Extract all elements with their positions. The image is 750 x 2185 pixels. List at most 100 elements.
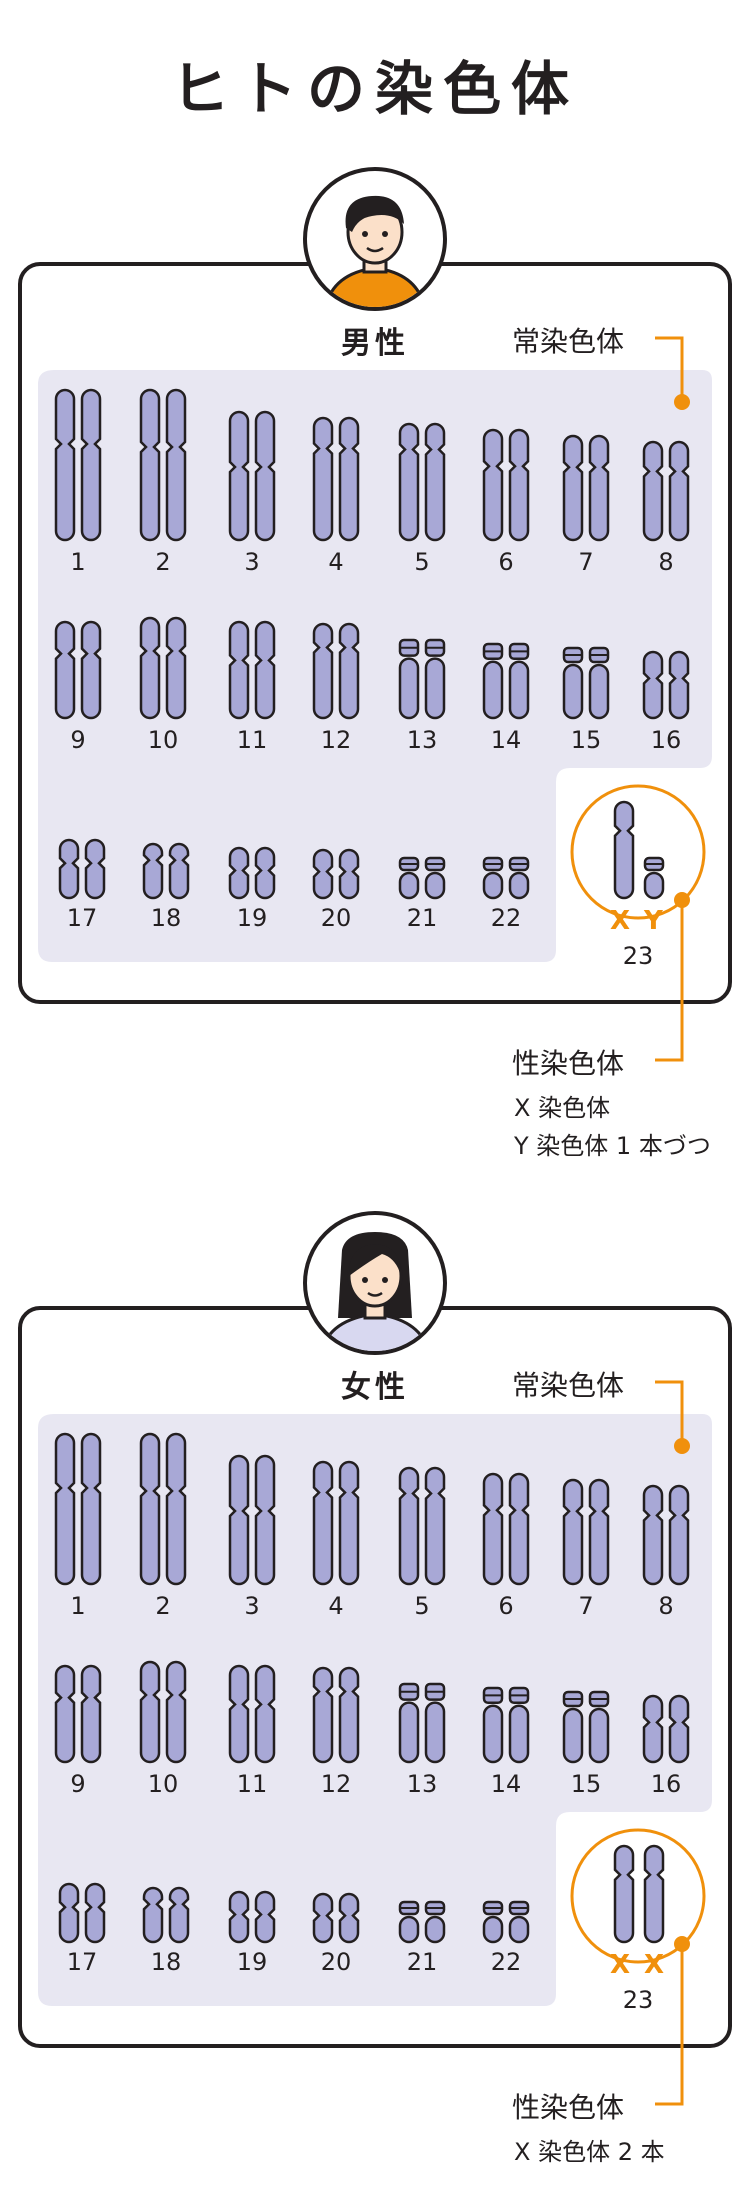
female-chromosome-pair-12: [312, 1666, 360, 1764]
female-autosome-number: 2: [155, 1592, 171, 1620]
female-chromosome-pair-5: [398, 1466, 446, 1586]
female-chromosome-8-a: [642, 1484, 664, 1586]
female-autosome-number: 20: [320, 1948, 352, 1976]
male-autosome-number: 16: [650, 726, 682, 754]
male-chromosome-7-a: [562, 434, 584, 542]
male-chromosome-4-a: [312, 416, 334, 542]
female-autosome-number: 4: [328, 1592, 344, 1620]
female-chromosome-5-b: [424, 1466, 446, 1586]
female-sex-chromosome-circle: [570, 1828, 706, 1964]
male-autosome-number: 18: [150, 904, 182, 932]
male-chromosome-pair-10: [139, 616, 187, 720]
female-chromosome-pair-13: [398, 1682, 446, 1764]
male-chromosome-pair-22: [482, 856, 530, 900]
female-chromosome-2-a: [139, 1432, 161, 1586]
female-chromosome-16-a: [642, 1694, 664, 1764]
female-autosome-number: 17: [66, 1948, 98, 1976]
female-chromosome-16-b: [668, 1694, 690, 1764]
male-autosome-label: 常染色体: [512, 325, 625, 358]
female-autosome-number: 12: [320, 1770, 352, 1798]
female-sex-label: 性染色体: [512, 2091, 625, 2124]
female-chromosome-19-b: [254, 1890, 276, 1944]
female-chromosome-5-a: [398, 1466, 420, 1586]
female-avatar-icon: [303, 1211, 447, 1355]
female-sex-letter-1: X: [610, 1950, 631, 1980]
male-chromosome-8-a: [642, 440, 664, 542]
female-chromosome-13-b: [424, 1682, 446, 1764]
male-sex-letter-1: X: [610, 906, 631, 936]
male-chromosome-3-a: [228, 410, 250, 542]
female-chromosome-pair-1: [54, 1432, 102, 1586]
female-autosome-number: 21: [406, 1948, 438, 1976]
female-chromosome-1-b: [80, 1432, 102, 1586]
female-chromosome-pair-16: [642, 1694, 690, 1764]
female-chromosome-pair-10: [139, 1660, 187, 1764]
male-chromosome-pair-11: [228, 620, 276, 720]
male-sex-chromosomes: [613, 800, 665, 900]
male-sex-letter-2: Y: [644, 906, 663, 936]
female-chromosome-1-a: [54, 1432, 76, 1586]
male-chromosome-20-a: [312, 848, 334, 900]
male-autosome-number: 8: [658, 548, 674, 576]
female-autosome-label: 常染色体: [512, 1369, 625, 1402]
male-autosome-number: 17: [66, 904, 98, 932]
male-autosome-number: 7: [578, 548, 594, 576]
male-chromosome-15-b: [588, 646, 610, 720]
male-autosome-number: 3: [244, 548, 260, 576]
male-y-chromosome: [643, 856, 665, 900]
female-chromosome-21-b: [424, 1900, 446, 1944]
female-chromosome-17-a: [58, 1882, 80, 1944]
male-autosome-number: 4: [328, 548, 344, 576]
male-sex-leader-line: [655, 900, 684, 1062]
female-autosome-leader-line: [655, 1380, 684, 1444]
male-x-chromosome: [613, 800, 635, 900]
male-chromosome-22-a: [482, 856, 504, 900]
female-chromosome-12-b: [338, 1666, 360, 1764]
male-chromosome-2-b: [165, 388, 187, 542]
male-chromosome-pair-19: [228, 846, 276, 900]
male-chromosome-pair-18: [142, 842, 190, 900]
female-chromosome-pair-3: [228, 1454, 276, 1586]
male-chromosome-pair-13: [398, 638, 446, 720]
male-autosome-number: 6: [498, 548, 514, 576]
male-sex-pair-number: 23: [622, 942, 654, 970]
male-chromosome-pair-9: [54, 620, 102, 720]
male-chromosome-16-b: [668, 650, 690, 720]
female-chromosome-pair-9: [54, 1664, 102, 1764]
female-chromosome-7-b: [588, 1478, 610, 1586]
male-chromosome-14-a: [482, 642, 504, 720]
female-autosome-number: 6: [498, 1592, 514, 1620]
female-chromosome-4-a: [312, 1460, 334, 1586]
female-chromosome-10-a: [139, 1660, 161, 1764]
male-autosome-number: 9: [70, 726, 86, 754]
male-chromosome-1-a: [54, 388, 76, 542]
female-chromosome-2-b: [165, 1432, 187, 1586]
male-chromosome-9-b: [80, 620, 102, 720]
female-sex-note-1: X 染色体 2 本: [514, 2138, 665, 2166]
female-chromosome-14-b: [508, 1686, 530, 1764]
male-chromosome-16-a: [642, 650, 664, 720]
female-autosome-number: 5: [414, 1592, 430, 1620]
male-label: 男性: [341, 326, 409, 361]
male-chromosome-19-a: [228, 846, 250, 900]
male-sex-label: 性染色体: [512, 1047, 625, 1080]
male-autosome-number: 2: [155, 548, 171, 576]
male-autosome-number: 12: [320, 726, 352, 754]
male-chromosome-pair-12: [312, 622, 360, 720]
male-autosome-number: 19: [236, 904, 268, 932]
female-chromosome-pair-11: [228, 1664, 276, 1764]
female-autosome-number: 8: [658, 1592, 674, 1620]
male-chromosome-6-a: [482, 428, 504, 542]
female-chromosome-18-b: [168, 1886, 190, 1944]
female-chromosome-14-a: [482, 1686, 504, 1764]
male-chromosome-13-b: [424, 638, 446, 720]
male-autosome-number: 15: [570, 726, 602, 754]
male-chromosome-pair-16: [642, 650, 690, 720]
male-chromosome-3-b: [254, 410, 276, 542]
male-chromosome-1-b: [80, 388, 102, 542]
female-chromosome-20-b: [338, 1892, 360, 1944]
male-autosome-number: 22: [490, 904, 522, 932]
female-chromosome-pair-6: [482, 1472, 530, 1586]
male-chromosome-2-a: [139, 388, 161, 542]
